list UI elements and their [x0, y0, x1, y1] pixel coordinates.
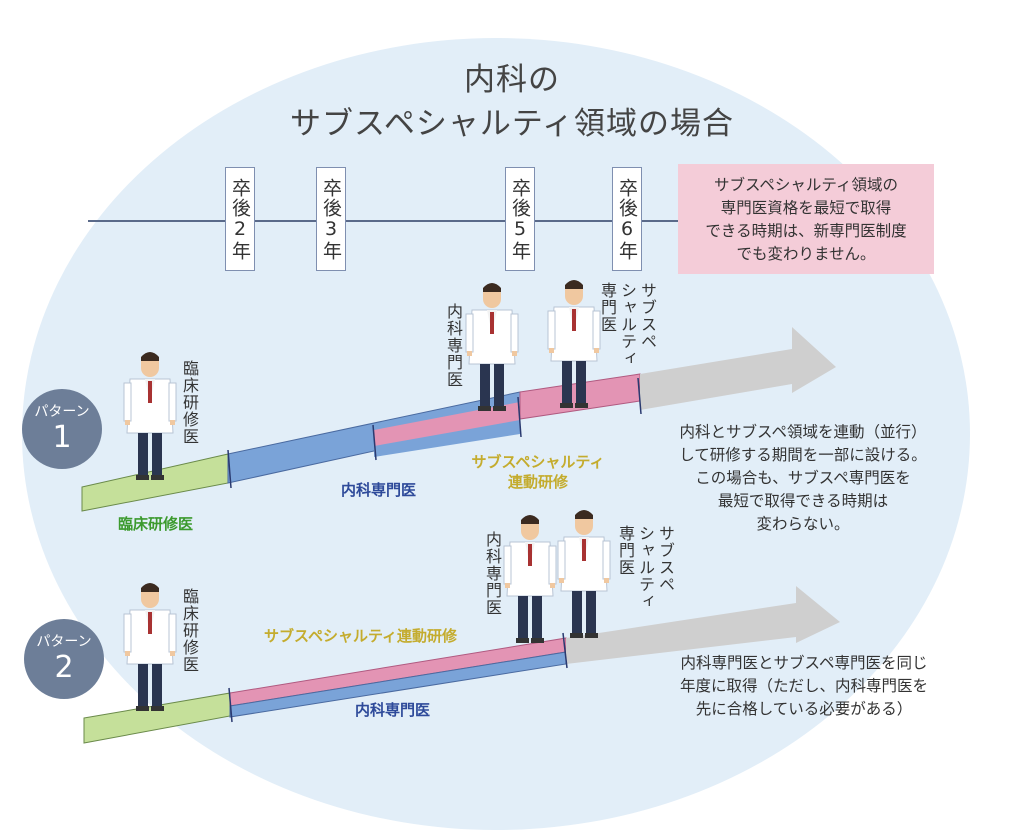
pattern1-resident-doctor	[123, 351, 177, 481]
year-marker-5: 卒後5年	[505, 167, 535, 271]
pattern2-subspec-label-col1: サブスペ	[656, 525, 675, 593]
pattern1-linked-label-line1: サブスペシャルティ	[471, 453, 605, 471]
note-line: できる時期は、新専門医制度	[705, 222, 907, 240]
note-line: サブスペシャルティ領域の	[714, 176, 898, 194]
pattern1-subspec-label-col1: サブスペ	[638, 282, 657, 350]
pattern1-badge-label: パターン	[34, 404, 90, 420]
pattern1-bars	[81, 327, 836, 512]
pattern2-resident-doctor	[123, 582, 177, 712]
pattern1-desc-line: 内科とサブスペ領域を連動（並行）	[679, 423, 927, 441]
pattern2-subspec-doctor	[557, 509, 611, 639]
note-box: サブスペシャルティ領域の 専門医資格を最短で取得 できる時期は、新専門医制度 で…	[678, 164, 934, 274]
pattern1-linked-bar	[374, 402, 520, 446]
pattern1-badge-number: 1	[52, 420, 72, 455]
pattern1-subspec-label-col2: シャルティ	[618, 282, 637, 367]
pattern2-subspec-label-col2: シャルティ	[636, 525, 655, 610]
pattern1-resident-segment-label: 臨床研修医	[118, 515, 194, 533]
pattern1-description: 内科とサブスペ領域を連動（並行） して研修する期間を一部に設ける。 この場合も、…	[658, 421, 948, 536]
title-line-2: サブスペシャルティ領域の場合	[290, 106, 734, 142]
pattern2-bars	[83, 586, 840, 744]
year-marker-2: 卒後2年	[225, 167, 255, 271]
pattern1-linked-segment-label: サブスペシャルティ 連動研修	[464, 452, 612, 492]
pattern2-badge-label: パターン	[36, 634, 92, 650]
note-line: でも変わりません。	[736, 245, 876, 263]
pattern1-internist-label: 内科専門医	[444, 303, 463, 388]
pattern1-desc-line: この場合も、サブスペ専門医を	[695, 469, 911, 487]
pattern2-future-arrow	[566, 586, 840, 664]
pattern1-desc-line: 最短で取得できる時期は	[717, 492, 889, 510]
timeline-axis	[88, 220, 678, 222]
pattern1-desc-line: 変わらない。	[756, 515, 850, 533]
pattern2-internal-segment-label: 内科専門医	[355, 701, 431, 719]
pattern1-linked-label-line2: 連動研修	[507, 473, 568, 491]
year-marker-6: 卒後6年	[612, 167, 642, 271]
pattern1-resident-label: 臨床研修医	[180, 360, 199, 445]
pattern2-subspec-label-col3: 専門医	[616, 525, 635, 576]
pattern2-linked-segment-label: サブスペシャルティ連動研修	[264, 627, 458, 645]
pattern1-subspec-label-col3: 専門医	[598, 282, 617, 333]
note-line: 専門医資格を最短で取得	[720, 199, 892, 217]
pattern2-resident-label: 臨床研修医	[180, 588, 199, 673]
pattern1-badge: パターン 1	[22, 389, 102, 469]
pattern1-future-arrow	[640, 327, 836, 410]
pattern2-internist-label: 内科専門医	[483, 531, 502, 616]
pattern2-desc-line: 年度に取得（ただし、内科専門医を	[679, 677, 928, 695]
pattern2-description: 内科専門医とサブスペ専門医を同じ 年度に取得（ただし、内科専門医を 先に合格して…	[654, 652, 954, 721]
pattern1-internal-lower-bar	[374, 419, 520, 457]
pattern1-internal-segment-label: 内科専門医	[341, 481, 417, 499]
pattern2-desc-line: 内科専門医とサブスペ専門医を同じ	[680, 654, 928, 672]
pattern2-badge-number: 2	[54, 650, 74, 685]
page-title: 内科の サブスペシャルティ領域の場合	[0, 58, 1024, 146]
pattern2-internist-doctor	[503, 514, 557, 644]
pattern2-desc-line: 先に合格している必要がある）	[695, 700, 913, 718]
pattern1-internist-doctor	[465, 282, 519, 412]
title-line-1: 内科の	[464, 62, 560, 98]
pattern2-badge: パターン 2	[24, 619, 104, 699]
year-marker-3: 卒後3年	[316, 167, 346, 271]
pattern1-desc-line: して研修する期間を一部に設ける。	[679, 446, 927, 464]
